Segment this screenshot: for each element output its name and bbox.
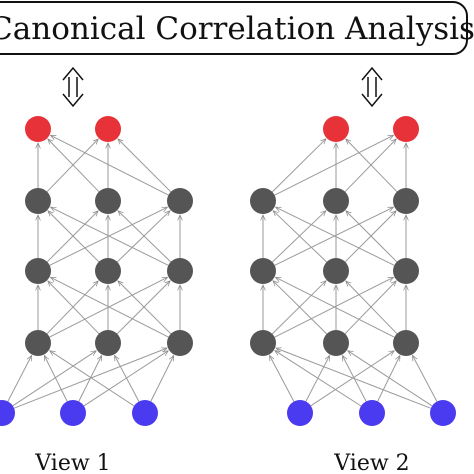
edge-arrow-icon: [346, 139, 398, 193]
hidden-node: [95, 188, 121, 214]
hidden-node: [25, 330, 51, 356]
edge-arrow-icon: [269, 355, 295, 402]
edge-arrow-icon: [276, 206, 395, 266]
hidden-node: [250, 188, 276, 214]
hidden-node: [323, 258, 349, 284]
hidden-node: [393, 330, 419, 356]
input-node: [287, 400, 313, 426]
edge-arrow-icon: [348, 351, 433, 407]
edge-arrow-icon: [344, 139, 396, 193]
input-node: [359, 400, 385, 426]
hidden-node: [95, 258, 121, 284]
edge-arrow-icon: [48, 211, 100, 263]
double-arrow-stroke: [367, 77, 377, 97]
edge-arrow-icon: [273, 281, 328, 335]
cca-title-frame: [0, 1, 468, 55]
output-node: [25, 116, 51, 142]
edge-arrow-icon: [346, 281, 398, 335]
edge-arrow-icon: [7, 356, 33, 402]
hidden-node: [167, 188, 193, 214]
edge-arrow-icon: [344, 281, 396, 335]
hidden-node: [323, 330, 349, 356]
network-view-1: [0, 116, 193, 426]
hidden-node: [167, 258, 193, 284]
edge-arrow-icon: [46, 281, 98, 335]
edge-arrow-icon: [51, 276, 169, 338]
double-arrow-stroke: [62, 93, 84, 108]
input-node: [60, 400, 86, 426]
hidden-node: [250, 258, 276, 284]
double-arrow-stroke: [361, 93, 383, 108]
nodes-view-2: [250, 116, 456, 426]
hidden-node: [250, 330, 276, 356]
edge-arrow-icon: [346, 211, 398, 263]
input-node: [430, 400, 456, 426]
view-1-label: View 1: [34, 451, 110, 474]
edge-arrow-icon: [118, 281, 172, 335]
output-node: [393, 116, 419, 142]
double-arrow-icon-view-1: [62, 66, 84, 108]
edge-arrow-icon: [150, 356, 175, 402]
edge-arrow-icon: [48, 281, 100, 335]
edge-arrow-icon: [274, 134, 394, 196]
double-arrow-icon-view-2: [361, 66, 383, 108]
edge-arrow-icon: [114, 355, 140, 402]
edge-arrow-icon: [51, 206, 169, 266]
edge-arrow-icon: [48, 139, 100, 193]
double-arrow-stroke: [361, 66, 383, 81]
hidden-node: [167, 330, 193, 356]
cca-title: Canonical Correlation Analysis: [0, 11, 474, 47]
edge-arrow-icon: [276, 348, 432, 409]
double-arrow-stroke: [62, 66, 84, 81]
input-node: [0, 400, 15, 426]
edges-view-1: [7, 134, 180, 409]
edge-arrow-icon: [273, 211, 327, 263]
view-2-label: View 2: [333, 451, 409, 474]
network-view-2: [250, 116, 456, 426]
edge-arrow-icon: [377, 356, 401, 402]
edge-arrow-icon: [46, 139, 98, 193]
edge-arrow-icon: [51, 134, 169, 196]
cca-title-box: Canonical Correlation Analysis: [0, 1, 474, 55]
input-node: [132, 400, 158, 426]
edge-arrow-icon: [43, 356, 68, 402]
edge-arrow-icon: [50, 351, 135, 407]
output-node: [323, 116, 349, 142]
hidden-node: [95, 330, 121, 356]
edge-arrow-icon: [271, 139, 326, 193]
hidden-node: [393, 258, 419, 284]
hidden-node: [25, 188, 51, 214]
edge-arrow-icon: [78, 356, 103, 402]
nodes-view-1: [0, 116, 193, 426]
hidden-node: [323, 188, 349, 214]
edge-arrow-icon: [412, 355, 438, 402]
output-node: [95, 116, 121, 142]
hidden-node: [393, 188, 419, 214]
hidden-node: [25, 258, 51, 284]
edge-arrow-icon: [12, 351, 97, 407]
edge-arrow-icon: [118, 139, 172, 193]
edge-arrow-icon: [118, 211, 172, 263]
double-arrow-stroke: [68, 77, 78, 97]
edge-arrow-icon: [276, 276, 395, 338]
edges-view-2: [263, 134, 438, 409]
edge-arrow-icon: [275, 351, 362, 407]
